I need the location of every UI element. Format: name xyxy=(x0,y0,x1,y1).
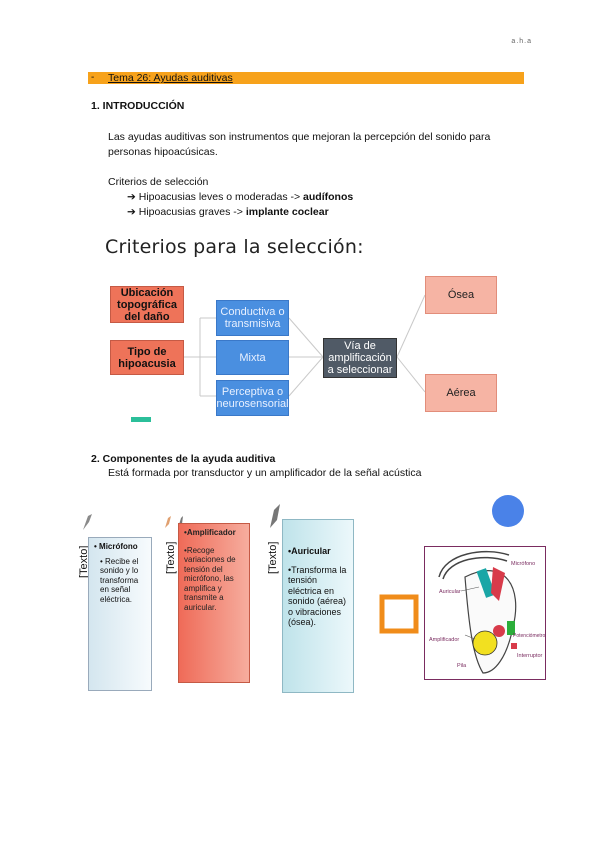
connector-line xyxy=(396,356,426,393)
label-potenciometro: Potenciómetro xyxy=(513,633,546,639)
blue-circle-shape xyxy=(492,495,524,527)
hearing-aid-figure: Micrófono Auricular Potenciómetro Amplif… xyxy=(424,546,546,680)
card-title: •Auricular xyxy=(288,546,331,556)
section2-subtitle: Está formada por transductor y un amplif… xyxy=(108,467,422,479)
label-microfono: Micrófono xyxy=(511,561,536,567)
card-desc: •Recoge variaciones de tensión del micró… xyxy=(184,545,236,612)
bullet-text: Hipoacusias leves o moderadas -> xyxy=(138,191,304,203)
card-microfono: • Micrófono • Recibe el sonido y lo tran… xyxy=(88,537,152,691)
box-osea: Ósea xyxy=(425,276,497,314)
bullet-bold: implante coclear xyxy=(245,206,329,218)
connector-line xyxy=(396,294,426,358)
bullet-item-implante: ➔ Hipoacusias graves -> implante coclear xyxy=(127,205,329,220)
card-title: • Micrófono xyxy=(94,542,138,551)
intro-line-2: personas hipoacúsicas. xyxy=(108,146,218,158)
topic-highlight-bar xyxy=(88,72,524,84)
label-interruptor: Interruptor xyxy=(517,653,543,659)
section2-heading: 2. Componentes de la ayuda auditiva xyxy=(91,453,276,465)
bullet-text: Hipoacusias graves -> xyxy=(138,206,246,218)
criteria-label: Criterios de selección xyxy=(108,176,209,188)
bullet-bold: audífonos xyxy=(303,191,354,203)
box-via-amplificacion: Vía de amplificación a seleccionar xyxy=(323,338,397,378)
quill-icon xyxy=(270,504,280,528)
bullet-item-audifonos: ➔ Hipoacusias leves o moderadas -> audíf… xyxy=(127,190,353,205)
card-desc: •Transforma la tensión eléctrica en soni… xyxy=(288,564,347,628)
box-conductiva: Conductiva o transmisiva xyxy=(216,300,289,336)
section1-heading: 1. INTRODUCCIÓN xyxy=(91,100,185,112)
placeholder-label-3: [Texto] xyxy=(267,541,279,574)
box-ubicacion: Ubicación topográfica del daño xyxy=(110,286,184,323)
header-initials: a.h.a xyxy=(511,38,532,45)
label-amplificador: Amplificador xyxy=(429,637,460,643)
card-title-text: Micrófono xyxy=(99,542,138,551)
card-desc-text: Recibe el sonido y lo transforma en seña… xyxy=(100,556,139,604)
card-title: •Amplificador xyxy=(184,528,236,537)
box-tipo-hipoacusia: Tipo de hipoacusia xyxy=(110,340,184,375)
box-mixta: Mixta xyxy=(216,340,289,375)
arrow-icon: ➔ xyxy=(127,191,136,203)
card-title-text: Auricular xyxy=(291,546,331,556)
label-pila: Pila xyxy=(457,663,467,669)
card-auricular: •Auricular •Transforma la tensión eléctr… xyxy=(282,519,354,693)
card-desc-text: Transforma la tensión eléctrica en sonid… xyxy=(288,564,347,628)
box-aerea: Aérea xyxy=(425,374,497,412)
connector-line xyxy=(288,317,324,358)
label-auricular: Auricular xyxy=(439,589,461,595)
connector-line xyxy=(288,356,324,397)
topic-dash: - xyxy=(91,72,95,83)
hearing-aid-drawing xyxy=(438,550,517,674)
placeholder-label-2: [Texto] xyxy=(165,541,177,574)
card-title-text: Amplificador xyxy=(186,528,236,537)
orange-square-shape xyxy=(379,594,419,634)
box-perceptiva: Perceptiva o neurosensorial xyxy=(216,380,289,416)
diagram-title: Criterios para la selección: xyxy=(105,236,364,258)
quill-icon xyxy=(83,514,92,530)
card-amplificador: •Amplificador •Recoge variaciones de ten… xyxy=(178,523,250,683)
topic-title: Tema 26: Ayudas auditivas xyxy=(108,72,233,84)
arrow-icon: ➔ xyxy=(127,206,136,218)
intro-line-1: Las ayudas auditivas son instrumentos qu… xyxy=(108,131,491,143)
card-desc-text: Recoge variaciones de tensión del micróf… xyxy=(184,545,236,612)
teal-marker xyxy=(131,417,151,422)
card-desc: • Recibe el sonido y lo transforma en se… xyxy=(100,556,139,604)
